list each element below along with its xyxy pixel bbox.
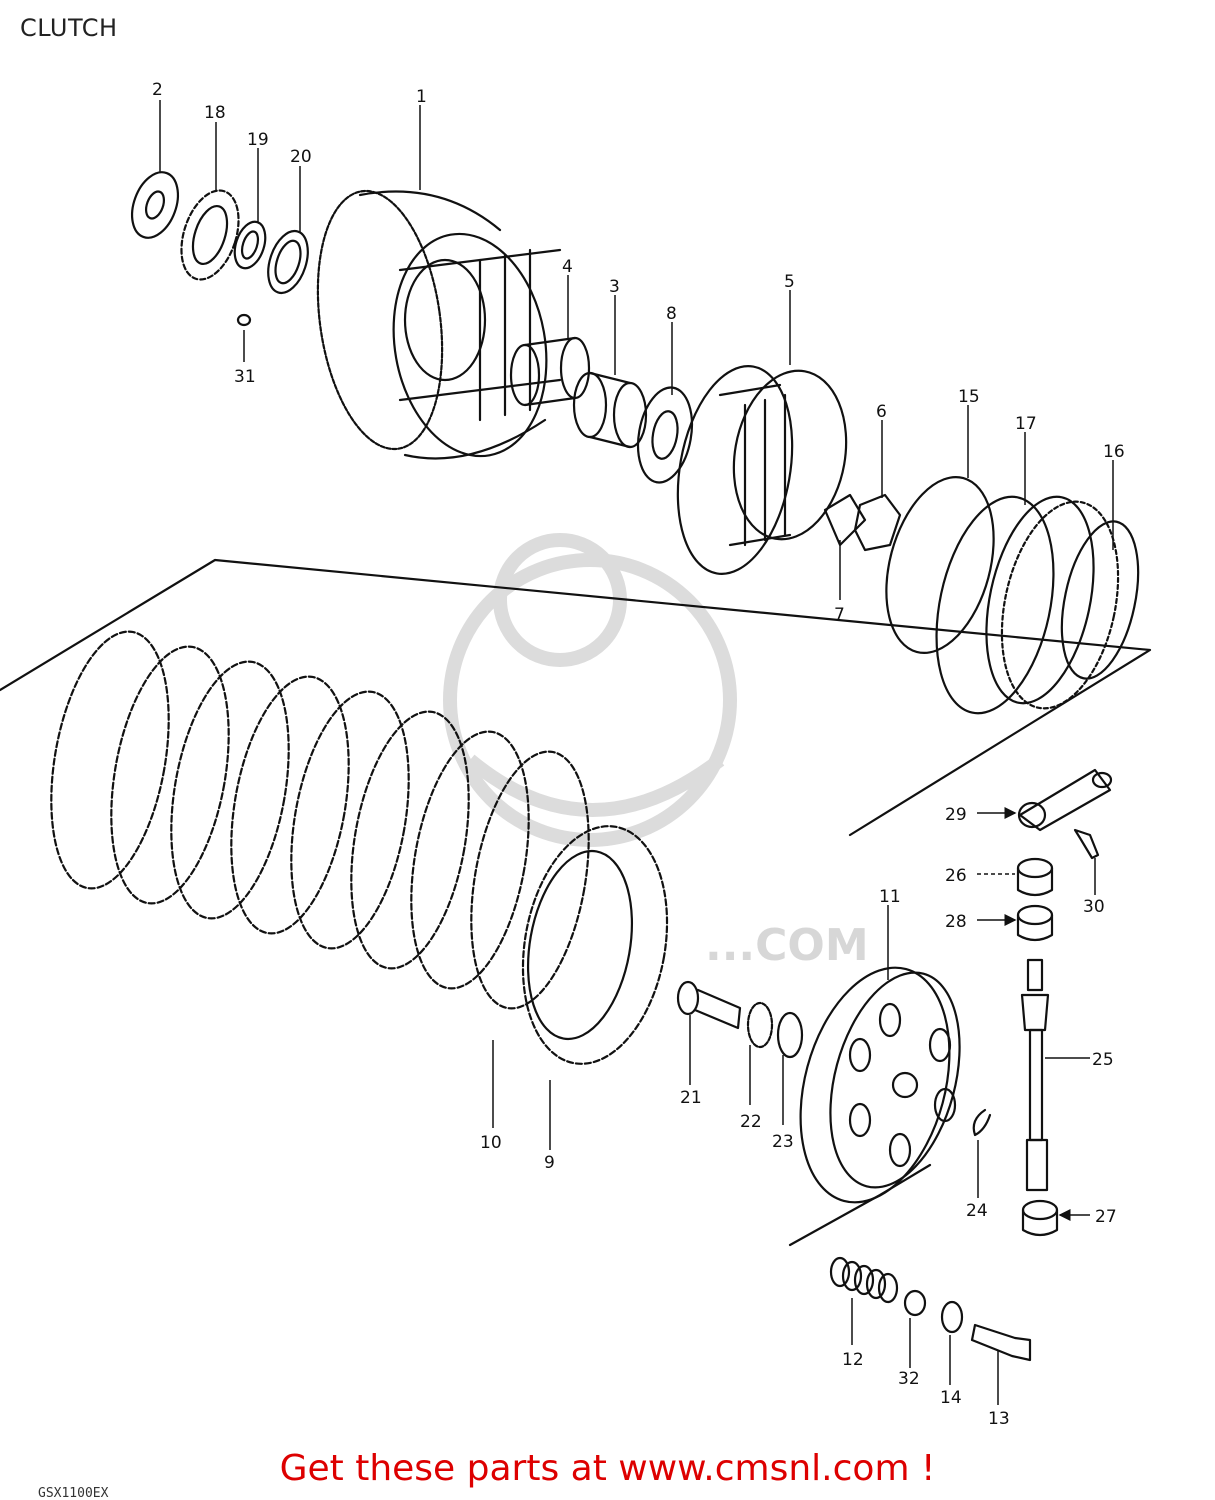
callout-27: 27 <box>1095 1207 1117 1227</box>
part-bolt-30 <box>1073 828 1100 860</box>
callout-26: 26 <box>945 866 967 886</box>
callout-17: 17 <box>1015 414 1037 434</box>
part-clutch-spring-12 <box>829 1256 899 1304</box>
part-bearing-28 <box>1016 904 1054 942</box>
callout-1: 1 <box>416 87 427 107</box>
plate-group-boundary <box>0 558 1152 837</box>
callout-21: 21 <box>680 1088 702 1108</box>
callout-7: 7 <box>834 605 845 625</box>
callout-23: 23 <box>772 1132 794 1152</box>
part-callouts: 2 18 19 20 31 1 4 3 8 5 6 7 15 17 16 29 … <box>152 80 1125 1429</box>
part-spring-ring-15 <box>885 476 995 654</box>
callout-20: 20 <box>290 147 312 167</box>
callout-16: 16 <box>1103 442 1125 462</box>
part-spacer-18 <box>180 189 240 281</box>
callout-6: 6 <box>876 402 887 422</box>
part-spring-washer-16 <box>1000 500 1140 710</box>
part-washer-23 <box>776 1011 804 1059</box>
part-needle-bearing-4 <box>509 336 591 407</box>
part-oil-seal-26 <box>1016 857 1054 897</box>
callout-30: 30 <box>1083 897 1105 917</box>
diagram-title: CLUTCH <box>20 14 118 42</box>
callout-13: 13 <box>988 1409 1010 1429</box>
callout-28: 28 <box>945 912 967 932</box>
callout-19: 19 <box>247 130 269 150</box>
callout-9: 9 <box>544 1153 555 1173</box>
part-thrust-washer-8 <box>636 386 694 484</box>
callout-8: 8 <box>666 304 677 324</box>
part-bolt-13 <box>970 1323 1032 1362</box>
cmsnl-parts-link[interactable]: Get these parts at www.cmsnl.com ! <box>279 1448 936 1489</box>
callout-5: 5 <box>784 272 795 292</box>
part-sleeve-hub-5 <box>676 365 848 575</box>
part-primary-driven-gear-1 <box>316 189 562 460</box>
part-clutch-plates-9-10 <box>50 630 669 1065</box>
part-spacer-3 <box>572 371 648 449</box>
callout-25: 25 <box>1092 1050 1114 1070</box>
part-release-arm-29 <box>1017 768 1113 832</box>
drawing-code: GSX1100EX <box>38 1486 109 1500</box>
callout-3: 3 <box>609 277 620 297</box>
part-spacer-32 <box>903 1289 927 1317</box>
part-push-piece-21 <box>676 980 742 1030</box>
callout-18: 18 <box>204 103 226 123</box>
part-lock-washer-7 <box>823 493 867 547</box>
part-oil-seal-20 <box>267 229 309 295</box>
part-pressure-plate-11 <box>799 966 961 1204</box>
part-bearing-22 <box>746 1001 774 1049</box>
callout-22: 22 <box>740 1112 762 1132</box>
part-release-camshaft-25 <box>1020 958 1050 1192</box>
callout-29: 29 <box>945 805 967 825</box>
callout-11: 11 <box>879 887 901 907</box>
part-washer-seat-17 <box>935 495 1095 715</box>
part-bearing-27 <box>1021 1199 1059 1237</box>
callout-31: 31 <box>234 367 256 387</box>
part-washer-14 <box>940 1300 964 1334</box>
callout-4: 4 <box>562 257 573 277</box>
part-thrust-washer-2 <box>130 171 180 239</box>
callout-14: 14 <box>940 1388 962 1408</box>
callout-32: 32 <box>898 1369 920 1389</box>
lower-group-boundary <box>788 1163 932 1247</box>
callout-15: 15 <box>958 387 980 407</box>
part-circlip-24 <box>972 1108 992 1137</box>
callout-2: 2 <box>152 80 163 100</box>
callout-24: 24 <box>966 1201 988 1221</box>
callout-10: 10 <box>480 1133 502 1153</box>
callout-12: 12 <box>842 1350 864 1370</box>
part-bearing-19 <box>233 220 267 270</box>
part-nut-6 <box>853 493 902 552</box>
part-o-ring-31 <box>236 313 252 327</box>
